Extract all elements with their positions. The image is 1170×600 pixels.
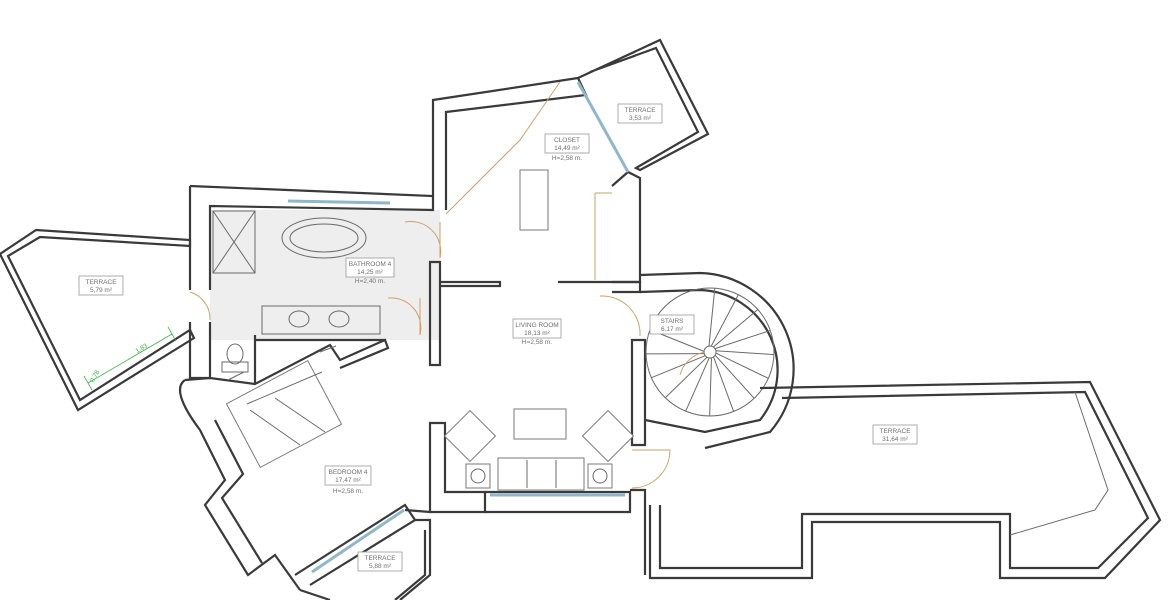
stair-step	[715, 350, 774, 356]
bathroom	[188, 184, 442, 384]
room-name: TERRACE	[85, 279, 117, 286]
room-name: CLOSET	[554, 137, 580, 144]
armchair-left	[443, 409, 497, 463]
room-name: STAIRS	[661, 318, 685, 325]
bed	[225, 359, 343, 469]
room-height: H=2,58 m.	[522, 339, 552, 346]
room-area: 6,17 m²	[661, 326, 684, 333]
room-area: 5,88 m²	[369, 563, 392, 570]
label-terrace-left: TERRACE 5,79 m²	[78, 275, 124, 296]
label-stairs: STAIRS 6,17 m²	[649, 314, 695, 335]
side-table-left	[465, 463, 491, 489]
closet-island	[519, 169, 549, 231]
dimension-1: 1,83	[134, 342, 149, 355]
room-area: 14,25 m²	[357, 269, 383, 276]
bathroom-floor	[210, 210, 440, 340]
label-terrace-bottom: TERRACE 5,88 m²	[357, 551, 403, 572]
label-closet: CLOSET 14,49 m² H=2,58 m.	[544, 133, 590, 162]
stair-step	[651, 355, 706, 379]
closet-window	[576, 81, 630, 173]
stair-step	[685, 357, 710, 412]
stair-step	[710, 294, 739, 347]
coffee-table	[513, 408, 567, 440]
room-name: LIVING ROOM	[515, 322, 558, 329]
stair-step	[715, 352, 769, 379]
stair-step	[714, 354, 755, 399]
room-height: H=2,40 m.	[355, 278, 385, 285]
bedroom	[178, 338, 431, 600]
room-name: TERRACE	[364, 555, 396, 562]
toilet	[221, 361, 249, 373]
closet	[431, 38, 710, 284]
stair-step	[714, 329, 771, 350]
room-area: 14,49 m²	[554, 145, 580, 152]
room-area: 17,47 m²	[335, 477, 361, 484]
label-bathroom: BATHROOM 4 14,25 m² H=2,40 m.	[345, 257, 395, 285]
label-living: LIVING ROOM 18,13 m² H=2,58 m.	[512, 318, 562, 346]
terrace-bottom	[394, 518, 432, 600]
label-terrace-top: TERRACE 3,53 m²	[617, 103, 663, 124]
room-name: BATHROOM 4	[349, 261, 392, 268]
stair-step	[708, 288, 716, 347]
side-table-right	[587, 463, 613, 489]
room-name: BEDROOM 4	[328, 469, 367, 476]
room-name: TERRACE	[624, 107, 656, 114]
stairs	[639, 271, 795, 450]
terrace-left	[0, 228, 196, 412]
room-height: H=2,58 m.	[333, 488, 363, 495]
room-area: 5,79 m²	[90, 287, 113, 294]
bedroom-window	[311, 508, 405, 574]
stair-step	[709, 357, 712, 417]
living-room	[428, 260, 671, 575]
room-name: TERRACE	[879, 428, 911, 435]
bathroom-window	[287, 199, 391, 205]
room-area: 3,53 m²	[629, 115, 652, 122]
shower	[212, 210, 256, 274]
sofa	[497, 457, 585, 491]
armchair-right	[581, 409, 635, 463]
terrace-right	[648, 380, 1162, 580]
stair-step	[664, 356, 708, 399]
label-terrace-right: TERRACE 31,64 m²	[872, 424, 918, 445]
stair-step	[713, 356, 735, 412]
bathroom-door	[404, 220, 442, 259]
room-height: H=2,58 m.	[552, 155, 582, 162]
vanity	[261, 305, 381, 335]
room-area: 31,64 m²	[882, 436, 908, 443]
bathtub	[281, 217, 367, 259]
stair-step	[713, 309, 759, 348]
label-bedroom: BEDROOM 4 17,47 m² H=2,58 m.	[324, 465, 372, 495]
room-area: 18,13 m²	[524, 330, 550, 337]
